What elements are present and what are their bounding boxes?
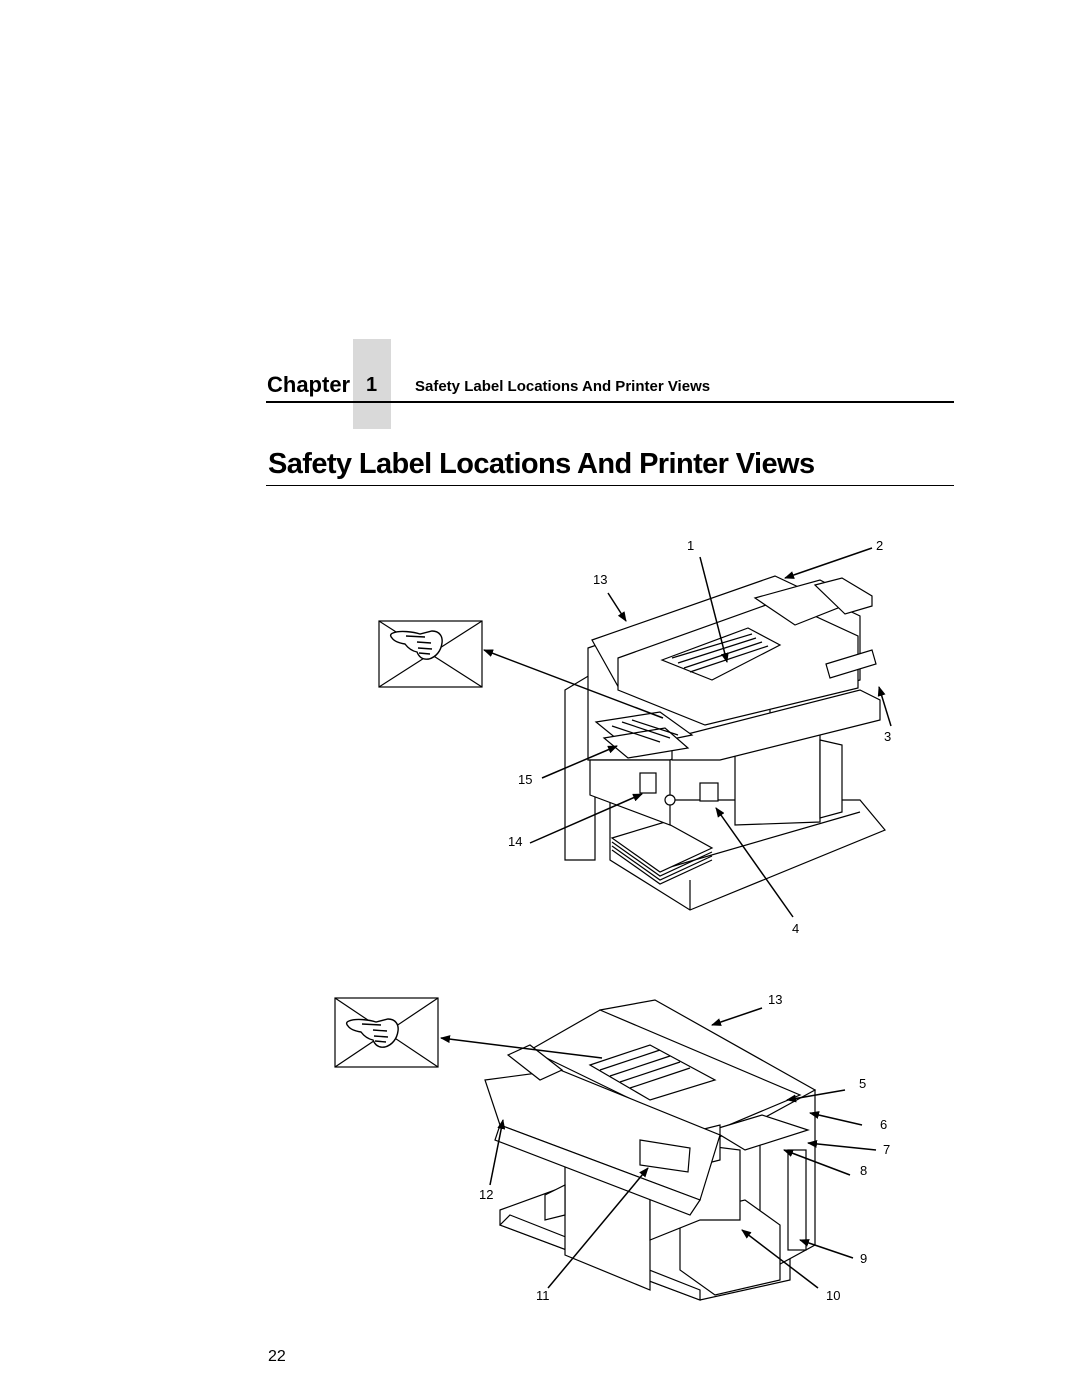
callout-1: 1 <box>687 538 694 553</box>
callout-5: 5 <box>859 1076 866 1091</box>
callout-arrows-bottom <box>440 1007 877 1289</box>
header-rule <box>266 401 954 403</box>
callout-10: 10 <box>826 1288 840 1303</box>
callout-labels-bottom: 13 5 6 7 8 12 9 11 10 <box>479 992 890 1303</box>
callout-6: 6 <box>880 1117 887 1132</box>
callout-arrows-top <box>483 547 892 918</box>
callout-2: 2 <box>876 538 883 553</box>
callout-3: 3 <box>884 729 891 744</box>
callout-7: 7 <box>883 1142 890 1157</box>
callout-8: 8 <box>860 1163 867 1178</box>
chapter-label: Chapter <box>267 372 351 397</box>
callout-13-bottom: 13 <box>768 992 782 1007</box>
callout-13-top: 13 <box>593 572 607 587</box>
safety-label-icon-top <box>378 620 483 688</box>
page-number: 22 <box>268 1348 286 1365</box>
callout-9: 9 <box>860 1251 867 1266</box>
printer-drawing-top <box>564 575 886 911</box>
safety-label-icon-bottom <box>334 997 439 1068</box>
callout-14: 14 <box>508 834 522 849</box>
printer-drawing-bottom <box>484 999 817 1301</box>
pointing-hand-icon <box>345 1018 399 1048</box>
page-title: Safety Label Locations And Printer Views <box>268 448 815 480</box>
title-rule <box>266 485 954 486</box>
pointing-hand-icon <box>389 630 443 660</box>
callout-11: 11 <box>536 1288 550 1303</box>
callout-12: 12 <box>479 1187 493 1202</box>
running-header-title: Safety Label Locations And Printer Views <box>415 378 711 395</box>
callout-15: 15 <box>518 772 532 787</box>
chapter-tab <box>353 339 391 429</box>
callout-labels-top: 1 2 13 3 15 14 4 <box>508 538 891 936</box>
chapter-number: 1 <box>366 374 378 396</box>
callout-4: 4 <box>792 921 799 936</box>
